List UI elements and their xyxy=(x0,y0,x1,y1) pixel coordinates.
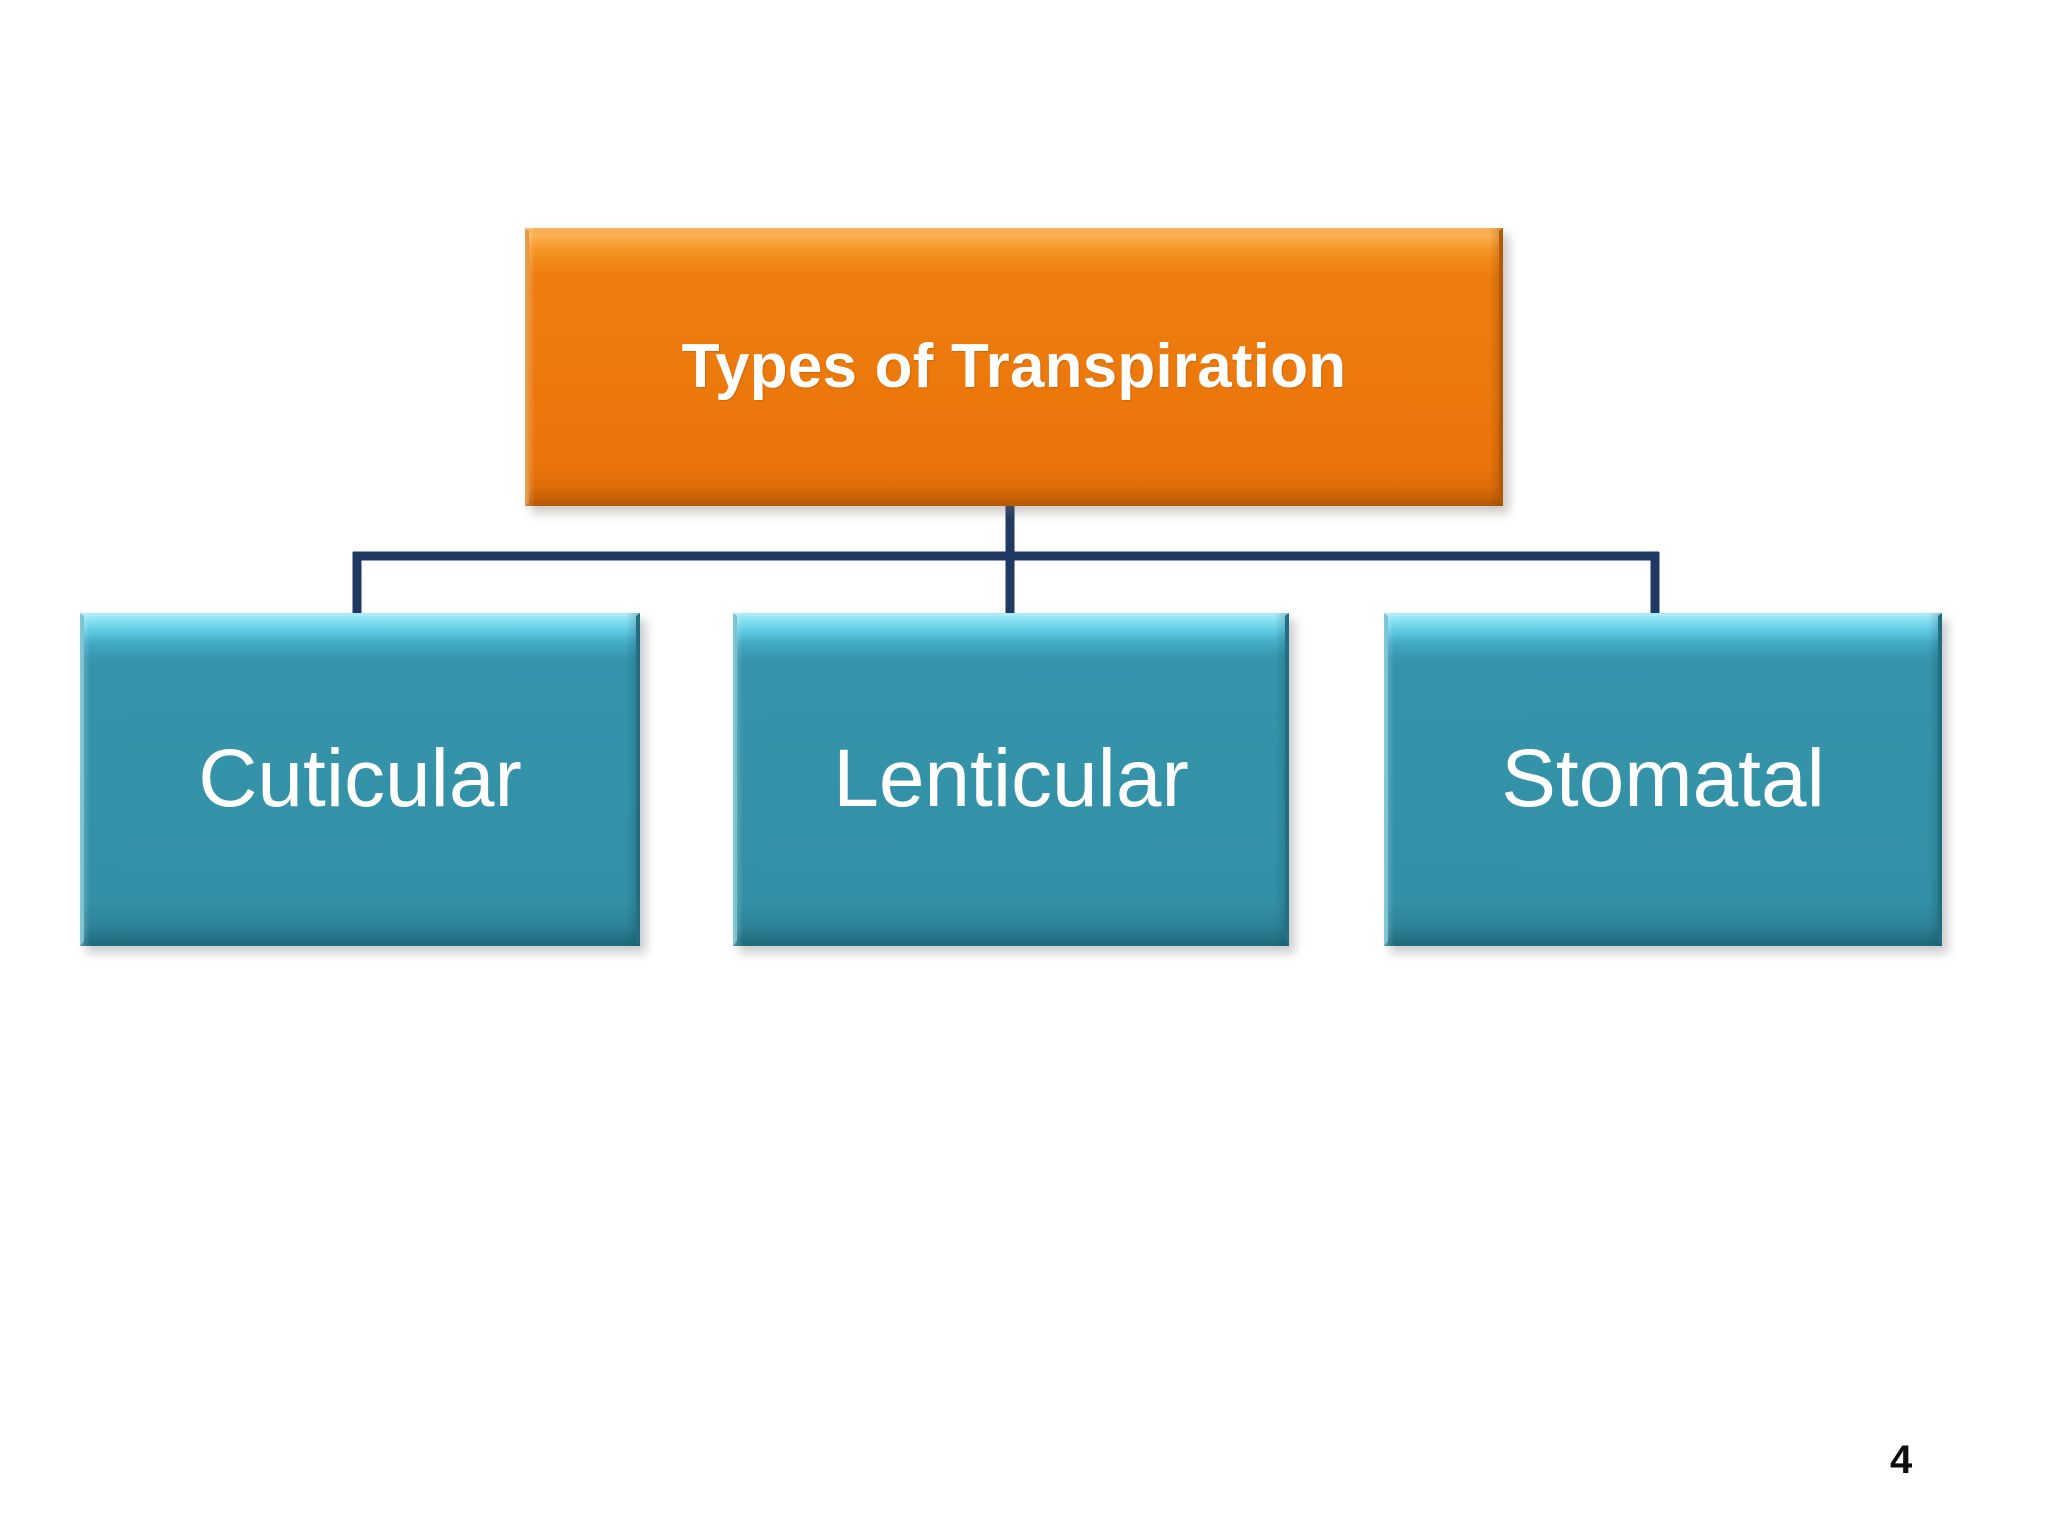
node-child-lenticular-bevel-left xyxy=(733,613,743,946)
node-child-stomatal-label: Stomatal xyxy=(1501,733,1825,825)
node-root-label: Types of Transpiration xyxy=(681,332,1347,402)
node-child-lenticular[interactable]: Lenticular xyxy=(733,613,1289,946)
node-child-cuticular-surface xyxy=(80,613,640,946)
node-child-lenticular-bevel-right xyxy=(1275,613,1289,946)
node-root-surface xyxy=(525,228,1503,506)
page-number: 4 xyxy=(1890,1438,1913,1482)
node-child-cuticular[interactable]: Cuticular xyxy=(80,613,640,946)
node-child-stomatal-bevel-left xyxy=(1384,613,1394,946)
node-root-bevel-right xyxy=(1489,228,1503,506)
node-child-cuticular-bevel-right xyxy=(626,613,640,946)
node-child-lenticular-label: Lenticular xyxy=(833,733,1189,825)
node-root-types-of-transpiration[interactable]: Types of Transpiration xyxy=(525,228,1503,506)
node-child-stomatal[interactable]: Stomatal xyxy=(1384,613,1942,946)
node-child-stomatal-surface xyxy=(1384,613,1942,946)
node-child-stomatal-bevel-right xyxy=(1928,613,1942,946)
node-child-cuticular-label: Cuticular xyxy=(198,733,522,825)
node-child-cuticular-bevel-left xyxy=(80,613,90,946)
node-child-lenticular-surface xyxy=(733,613,1289,946)
node-root-bevel-left xyxy=(525,228,535,506)
